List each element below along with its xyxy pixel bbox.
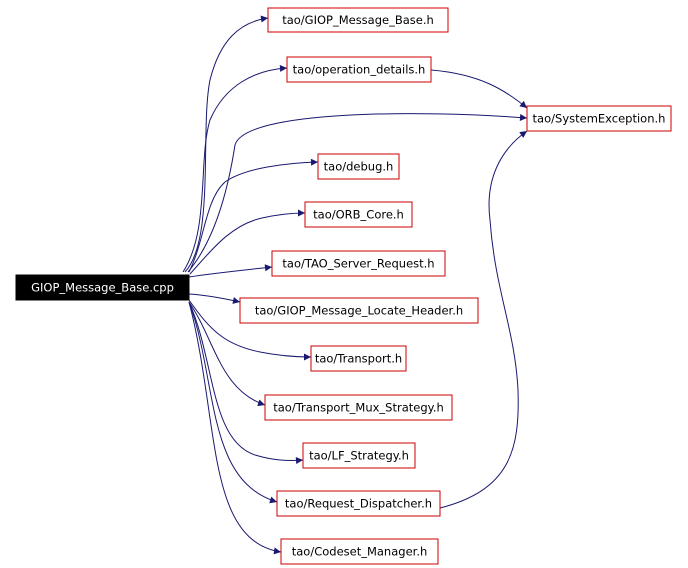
node-label: tao/GIOP_Message_Locate_Header.h bbox=[255, 304, 463, 318]
root-node-label: GIOP_Message_Base.cpp bbox=[31, 281, 174, 295]
edge-root-to-lf-strategy-h bbox=[188, 301, 304, 465]
root-node-GIOP_Message_Base.cpp[interactable]: GIOP_Message_Base.cpp bbox=[15, 274, 190, 301]
edge-operation-details-h-to-system-exception-h bbox=[430, 69, 528, 109]
node-codeset-manager-h[interactable]: tao/Codeset_Manager.h bbox=[280, 538, 439, 565]
edge-root-to-system-exception-h bbox=[187, 113, 528, 273]
edge-root-to-request-dispatcher-h bbox=[188, 301, 278, 504]
node-label: tao/Codeset_Manager.h bbox=[292, 545, 428, 559]
edge-root-to-transport-h bbox=[188, 299, 312, 361]
edge-root-to-tao-server-request-h bbox=[188, 264, 273, 278]
node-system-exception-h[interactable]: tao/SystemException.h bbox=[526, 105, 672, 132]
node-label: tao/SystemException.h bbox=[533, 112, 666, 126]
node-giop-message-locate-header-h[interactable]: tao/GIOP_Message_Locate_Header.h bbox=[239, 297, 479, 324]
edge-request-dispatcher-h-to-system-exception-h bbox=[439, 130, 528, 509]
edge-root-to-orb-core-h bbox=[189, 209, 306, 275]
node-request-dispatcher-h[interactable]: tao/Request_Dispatcher.h bbox=[276, 490, 441, 517]
node-label: tao/Transport_Mux_Strategy.h bbox=[273, 401, 444, 415]
edge-root-to-giop-message-base-h bbox=[184, 15, 269, 273]
node-label: tao/debug.h bbox=[324, 160, 394, 174]
node-giop-message-base-h[interactable]: tao/GIOP_Message_Base.h bbox=[267, 7, 449, 33]
node-label: tao/Request_Dispatcher.h bbox=[285, 497, 432, 511]
node-label: tao/operation_details.h bbox=[293, 63, 426, 77]
node-label: tao/LF_Strategy.h bbox=[309, 449, 409, 463]
node-label: tao/TAO_Server_Request.h bbox=[282, 257, 434, 271]
edge-root-to-debug-h bbox=[188, 158, 319, 273]
edge-root-to-operation-details-h bbox=[182, 64, 288, 273]
node-tao-server-request-h[interactable]: tao/TAO_Server_Request.h bbox=[271, 250, 446, 277]
edge-root-to-transport-mux-strategy-h bbox=[188, 301, 266, 407]
node-orb-core-h[interactable]: tao/ORB_Core.h bbox=[304, 201, 413, 228]
edge-root-to-giop-message-locate-header-h bbox=[188, 293, 241, 304]
edges bbox=[182, 15, 528, 555]
node-operation-details-h[interactable]: tao/operation_details.h bbox=[286, 56, 432, 83]
edge-root-to-codeset-manager-h bbox=[188, 301, 282, 555]
node-debug-h[interactable]: tao/debug.h bbox=[317, 153, 400, 180]
node-label: tao/ORB_Core.h bbox=[313, 208, 404, 222]
node-transport-h[interactable]: tao/Transport.h bbox=[310, 345, 407, 372]
node-transport-mux-strategy-h[interactable]: tao/Transport_Mux_Strategy.h bbox=[264, 394, 453, 421]
node-label: tao/Transport.h bbox=[315, 352, 402, 366]
node-lf-strategy-h[interactable]: tao/LF_Strategy.h bbox=[302, 442, 416, 469]
node-label: tao/GIOP_Message_Base.h bbox=[282, 13, 434, 27]
